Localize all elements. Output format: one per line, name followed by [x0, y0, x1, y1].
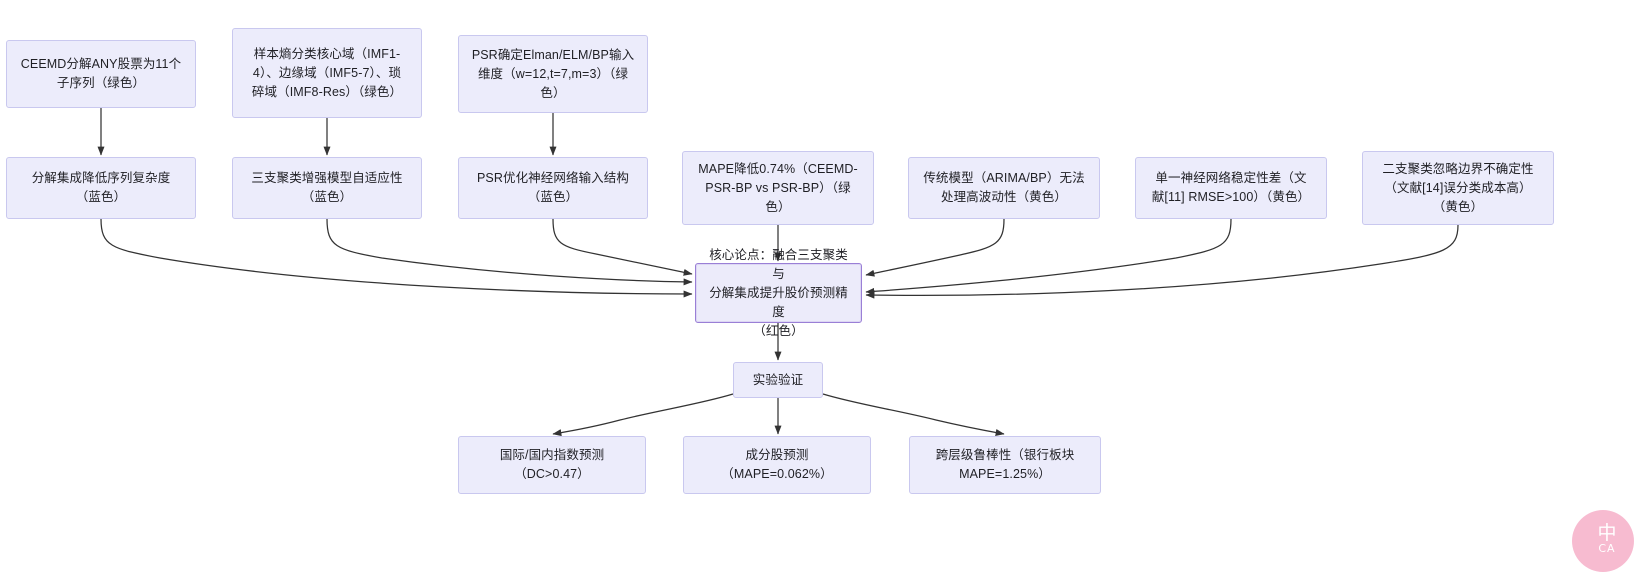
node-label: 传统模型（ARIMA/BP）无法 处理高波动性（黄色）	[923, 171, 1085, 204]
node-experimental-validation[interactable]: 实验验证	[733, 362, 823, 398]
edge-n5-n11	[326, 218, 693, 286]
node-label: CEEMD分解ANY股票为11个 子序列（绿色）	[20, 57, 182, 90]
edge-n12-n15	[822, 393, 1005, 436]
node-label: 三支聚类增强模型自适应性 （蓝色）	[251, 171, 403, 204]
node-sample-entropy-classification[interactable]: 样本熵分类核心域（IMF1- 4）、边缘域（IMF5-7）、琐 碎域（IMF8-…	[232, 28, 422, 118]
node-decomposition-reduces-complexity[interactable]: 分解集成降低序列复杂度 （蓝色）	[6, 157, 196, 219]
watermark-glyph: 中	[1597, 522, 1617, 544]
node-label: 样本熵分类核心域（IMF1- 4）、边缘域（IMF5-7）、琐 碎域（IMF8-…	[251, 46, 403, 99]
node-ceemd-decomposition[interactable]: CEEMD分解ANY股票为11个 子序列（绿色）	[6, 40, 196, 108]
node-result-constituent-stock-forecast[interactable]: 成分股预测 （MAPE=0.062%）	[683, 436, 871, 494]
node-traditional-model-gap[interactable]: 传统模型（ARIMA/BP）无法 处理高波动性（黄色）	[908, 157, 1100, 219]
edge-n6-n11	[552, 218, 693, 276]
node-three-way-clustering-adaptivity[interactable]: 三支聚类增强模型自适应性 （蓝色）	[232, 157, 422, 219]
edge-n12-n13	[552, 393, 734, 437]
node-psr-optimizes-network-input[interactable]: PSR优化神经网络输入结构 （蓝色）	[458, 157, 648, 219]
node-label: 跨层级鲁棒性（银行板块 MAPE=1.25%）	[935, 448, 1075, 481]
node-label: 二支聚类忽略边界不确定性 （文献[14]误分类成本高） （黄色）	[1382, 161, 1534, 214]
watermark-badge: 中 CA	[1572, 510, 1634, 572]
node-label: 核心论点：融合三支聚类与 分解集成提升股价预测精度 （红色）	[709, 247, 848, 338]
node-result-cross-level-robustness[interactable]: 跨层级鲁棒性（银行板块 MAPE=1.25%）	[909, 436, 1101, 494]
node-label: 单一神经网络稳定性差（文 献[11] RMSE>100）（黄色）	[1151, 171, 1311, 204]
watermark-subtext: CA	[1598, 542, 1616, 555]
edge-n4-n11	[100, 218, 693, 298]
node-label: PSR优化神经网络输入结构 （蓝色）	[476, 171, 629, 204]
edge-n8-n11	[865, 218, 1005, 277]
node-label: 成分股预测 （MAPE=0.062%）	[721, 448, 833, 481]
node-psr-input-dimension[interactable]: PSR确定Elman/ELM/BP输入 维度（w=12,t=7,m=3）（绿 色…	[458, 35, 648, 113]
node-mape-improvement-evidence[interactable]: MAPE降低0.74%（CEEMD- PSR-BP vs PSR-BP）（绿 色…	[682, 151, 874, 225]
node-single-network-instability-gap[interactable]: 单一神经网络稳定性差（文 献[11] RMSE>100）（黄色）	[1135, 157, 1327, 219]
node-core-claim[interactable]: 核心论点：融合三支聚类与 分解集成提升股价预测精度 （红色）	[695, 248, 862, 338]
node-two-way-clustering-gap[interactable]: 二支聚类忽略边界不确定性 （文献[14]误分类成本高） （黄色）	[1362, 151, 1554, 225]
node-label: 实验验证	[752, 372, 804, 387]
node-label: 分解集成降低序列复杂度 （蓝色）	[31, 171, 171, 204]
node-result-index-forecast[interactable]: 国际/国内指数预测 （DC>0.47）	[458, 436, 646, 494]
edge-n10-n11	[865, 224, 1459, 299]
node-label: 国际/国内指数预测 （DC>0.47）	[499, 448, 605, 481]
edge-n9-n11	[865, 218, 1232, 295]
node-label: PSR确定Elman/ELM/BP输入 维度（w=12,t=7,m=3）（绿 色…	[471, 47, 635, 100]
node-label: MAPE降低0.74%（CEEMD- PSR-BP vs PSR-BP）（绿 色…	[698, 161, 858, 214]
